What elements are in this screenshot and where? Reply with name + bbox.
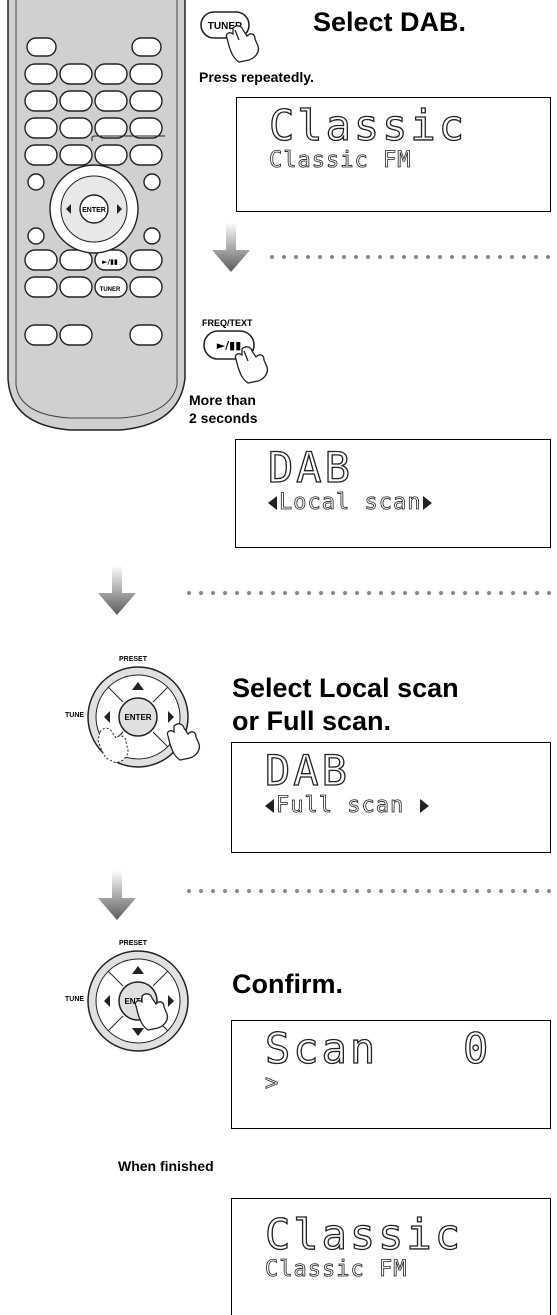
pressing-finger-icon xyxy=(134,993,169,1031)
arrow-down-icon xyxy=(98,870,136,920)
display-2-line2: Local scan xyxy=(279,490,422,516)
display-4-line2: > xyxy=(265,1071,280,1097)
display-2-line1: DAB xyxy=(267,443,353,492)
pressing-finger-icon xyxy=(225,25,260,63)
right-triangle-icon xyxy=(420,799,430,813)
dashed-finger-icon xyxy=(97,727,129,763)
display-5-line2: Classic FM xyxy=(265,1257,408,1283)
preset-label-2: PRESET xyxy=(119,940,148,947)
preset-label-1: PRESET xyxy=(119,656,148,663)
display-1: Classic Classic FM xyxy=(236,97,551,212)
tune-label-2: TUNE xyxy=(65,996,85,1003)
directional-pad-icon: ENTER xyxy=(87,950,189,1052)
display-3-line2: Full scan xyxy=(276,793,419,819)
display-3-line1: DAB xyxy=(264,746,350,795)
tuner-button-icon: TUNER xyxy=(200,11,260,63)
display-5-line1: Classic xyxy=(264,1210,464,1259)
dotted-separator xyxy=(187,591,557,595)
pressing-finger-icon xyxy=(166,723,201,761)
arrow-down-icon xyxy=(98,565,136,615)
arrow-down-icon xyxy=(212,222,250,272)
step3-heading-line1: Select Local scan xyxy=(232,673,459,703)
step1-note: Press repeatedly. xyxy=(199,69,314,85)
display-5: Classic Classic FM xyxy=(231,1198,551,1315)
step1-heading: Select DAB. xyxy=(313,7,467,37)
step5-note: When finished xyxy=(118,1158,214,1174)
display-4-line1: Scan 0 xyxy=(264,1024,492,1073)
remote-tuner-label: TUNER xyxy=(100,287,121,293)
left-triangle-icon xyxy=(265,799,274,813)
remote-enter-label: ENTER xyxy=(82,207,106,214)
tuner-label: TUNER xyxy=(208,21,243,32)
remote-play-label: ►/▮▮ xyxy=(102,258,118,266)
display-4: Scan 0 > xyxy=(231,1020,551,1129)
left-triangle-icon xyxy=(268,496,277,510)
pad-enter-label-1: ENTER xyxy=(124,713,151,722)
display-3: DAB Full scan xyxy=(231,742,551,853)
step2-note-line1: More than xyxy=(189,392,256,408)
tune-label-1: TUNE xyxy=(65,712,85,719)
freq-text-button-icon: ►/▮▮ xyxy=(203,330,269,384)
dotted-separator xyxy=(270,255,557,259)
freq-text-label: FREQ/TEXT xyxy=(202,318,253,328)
directional-pad-icon: ENTER xyxy=(87,666,201,768)
display-1-line1: Classic xyxy=(268,101,468,150)
display-2: DAB Local scan xyxy=(235,439,551,548)
step2-note-line2: 2 seconds xyxy=(189,410,258,426)
remote-control: ENTER ►/▮▮ TUNER xyxy=(7,0,186,431)
right-triangle-icon xyxy=(423,496,433,510)
display-1-line2: Classic FM xyxy=(269,148,412,174)
freq-text-symbol: ►/▮▮ xyxy=(217,339,242,352)
step3-heading-line2: or Full scan. xyxy=(232,706,392,736)
step4-heading: Confirm. xyxy=(232,969,343,999)
dotted-separator xyxy=(187,889,557,893)
pressing-finger-icon xyxy=(234,346,269,384)
